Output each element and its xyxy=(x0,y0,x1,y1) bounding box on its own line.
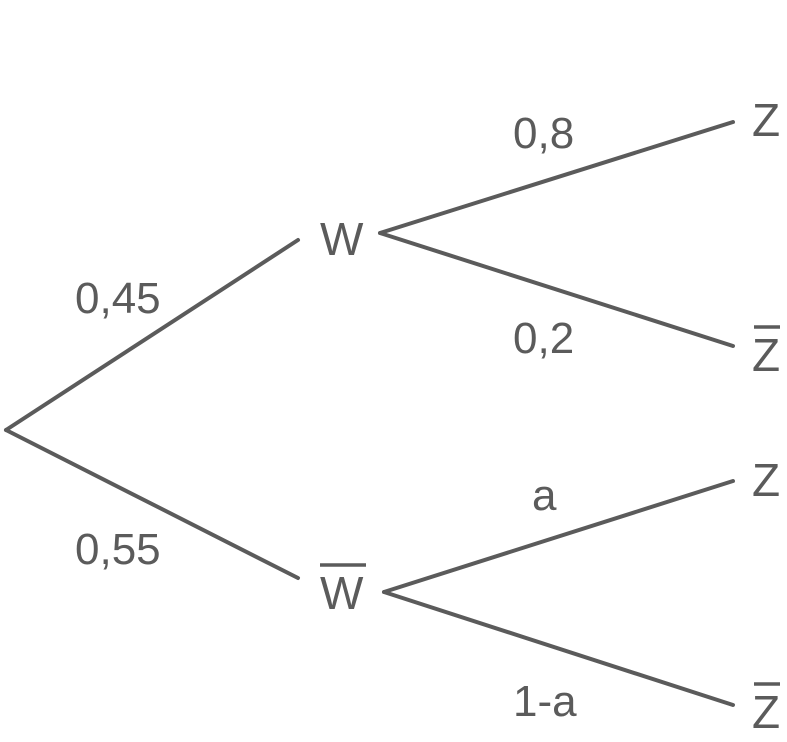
leaf-z-lower: Z xyxy=(752,454,780,506)
probability-z-complement-given-w-label: 0,2 xyxy=(513,314,574,363)
branch-root-to-w-complement xyxy=(4,428,300,580)
branch-w-to-z xyxy=(378,120,735,235)
branch-w-complement-to-z-complement xyxy=(382,590,735,707)
probability-w-label: 0,45 xyxy=(75,274,161,323)
leaf-z-complement-upper: Z xyxy=(752,329,780,381)
leaf-z-complement-lower: Z xyxy=(752,686,780,738)
probability-z-given-w-label: 0,8 xyxy=(513,109,574,158)
probability-w-complement-label: 0,55 xyxy=(75,525,161,574)
leaf-z-upper: Z xyxy=(752,94,780,146)
branch-w-complement-to-z xyxy=(382,479,735,594)
node-w-complement: W xyxy=(320,567,364,619)
node-w: W xyxy=(320,213,364,265)
branch-w-to-z-complement xyxy=(378,231,735,348)
probability-z-complement-given-w-complement-label: 1-a xyxy=(513,677,577,726)
branch-root-to-w xyxy=(4,238,300,432)
probability-z-given-w-complement-label: a xyxy=(532,471,557,520)
